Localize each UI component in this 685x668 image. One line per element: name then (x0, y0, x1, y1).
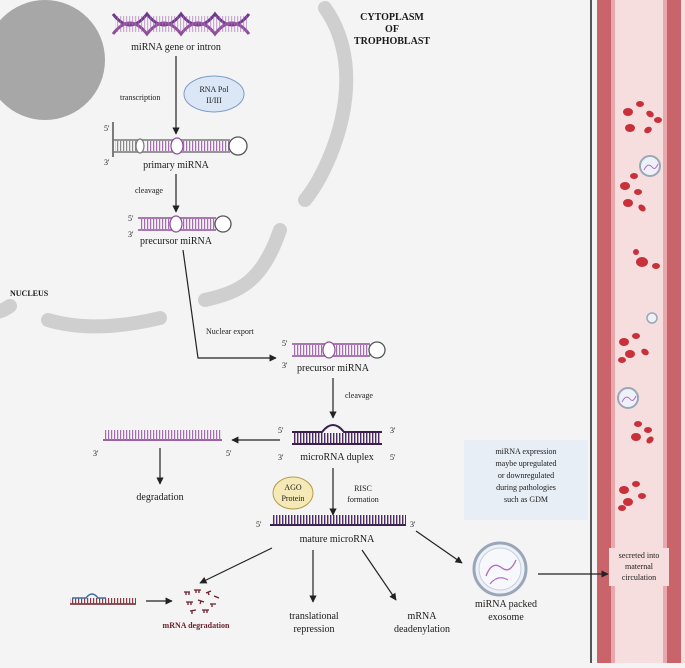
duplex-5-end-left: 5' (278, 426, 284, 435)
nuclear-export-arrow (182, 249, 277, 362)
expression-note-box (464, 440, 588, 520)
cleavage1-label: cleavage (135, 186, 163, 195)
rna-pol-label-1: RNA Pol (199, 85, 229, 94)
expression-note-2: maybe upregulated (495, 459, 556, 468)
dna-helix-icon (111, 11, 251, 37)
expression-note-4: during pathologies (496, 483, 556, 492)
nuclear-membrane-left (0, 299, 17, 319)
precursor2-label: precursor miRNA (297, 363, 370, 374)
primary-3-end: 3' (104, 158, 110, 167)
strand-3-end: 3' (93, 449, 99, 458)
transcription-label: transcription (120, 93, 160, 102)
cytoplasm-label-1: CYTOPLASM (360, 12, 424, 23)
secreted-label-1: secreted into (619, 551, 660, 560)
ago-label-1: AGO (284, 483, 302, 492)
expression-note-5: such as GDM (504, 495, 548, 504)
primary-5-end: 5' (104, 124, 110, 133)
risc-label-2: formation (347, 495, 379, 504)
nuclear-membrane-lower (198, 223, 287, 307)
exosome-arrow (415, 530, 463, 564)
cleavage2-label: cleavage (345, 391, 373, 400)
target-mrna-icon (70, 593, 136, 605)
translational-label-1: translational (289, 611, 339, 622)
exosome-label-1: miRNA packed (475, 599, 537, 610)
duplex-5-end-right: 5' (390, 453, 396, 462)
precursor1-3-end: 3' (128, 230, 134, 239)
nuclear-membrane-bottom (41, 311, 167, 334)
duplex-3-end-right: 3' (390, 426, 396, 435)
mature-5-end: 5' (256, 520, 262, 529)
secreted-label-3: circulation (622, 573, 656, 582)
deadenylation-arrow (361, 549, 397, 601)
ago-protein-bubble (272, 476, 314, 510)
exosome-icon (472, 541, 528, 597)
secreted-label-bg (609, 548, 669, 586)
expression-note-1: miRNA expression (495, 447, 556, 456)
precursor-mirna-icon-2 (292, 341, 386, 359)
nuclear-membrane (298, 1, 354, 207)
ago-label-2: Protein (281, 494, 304, 503)
precursor1-5-end: 5' (128, 214, 134, 223)
deadenylation-label-2: deadenylation (394, 624, 450, 635)
cytoplasm-label-3: TROPHOBLAST (354, 36, 430, 47)
nucleolus (0, 0, 105, 120)
nuclear-export-label: Nuclear export (206, 327, 255, 336)
risc-label-1: RISC (354, 484, 372, 493)
nucleus-label: NUCLEUS (10, 289, 49, 298)
exosome-label-2: exosome (488, 612, 524, 623)
primary-mirna-label: primary miRNA (143, 160, 210, 171)
red-blood-cells (618, 101, 662, 511)
precursor2-5-end: 5' (282, 339, 288, 348)
passenger-strand-icon (103, 430, 222, 441)
rna-pol-label-2: II/III (206, 96, 222, 105)
mrna-degradation-label: mRNA degradation (163, 621, 230, 630)
precursor1-label: precursor miRNA (140, 236, 213, 247)
primary-mirna-icon (112, 122, 248, 157)
strand-5-end: 5' (226, 449, 232, 458)
mature-microrna-icon (270, 515, 406, 526)
deadenylation-label-1: mRNA (408, 611, 438, 622)
precursor2-3-end: 3' (282, 361, 288, 370)
expression-note-3: or downregulated (498, 471, 554, 480)
duplex-label: microRNA duplex (300, 452, 374, 463)
duplex-3-end-left: 3' (278, 453, 284, 462)
degradation-label: degradation (136, 492, 183, 503)
gene-label: miRNA gene or intron (131, 42, 221, 53)
translational-label-2: repression (293, 624, 334, 635)
microrna-duplex-icon (292, 424, 382, 445)
mrna-fragments-icon (184, 589, 220, 614)
secreted-label-2: maternal (625, 562, 654, 571)
cytoplasm-label-2: OF (385, 24, 399, 35)
mature-3-end: 3' (410, 520, 416, 529)
rna-pol-bubble (183, 75, 245, 113)
circulating-exosomes (617, 155, 661, 409)
mature-label: mature microRNA (300, 534, 375, 545)
mrna-degradation-pathway-arrow (199, 547, 273, 584)
precursor-mirna-icon-1 (138, 215, 232, 233)
